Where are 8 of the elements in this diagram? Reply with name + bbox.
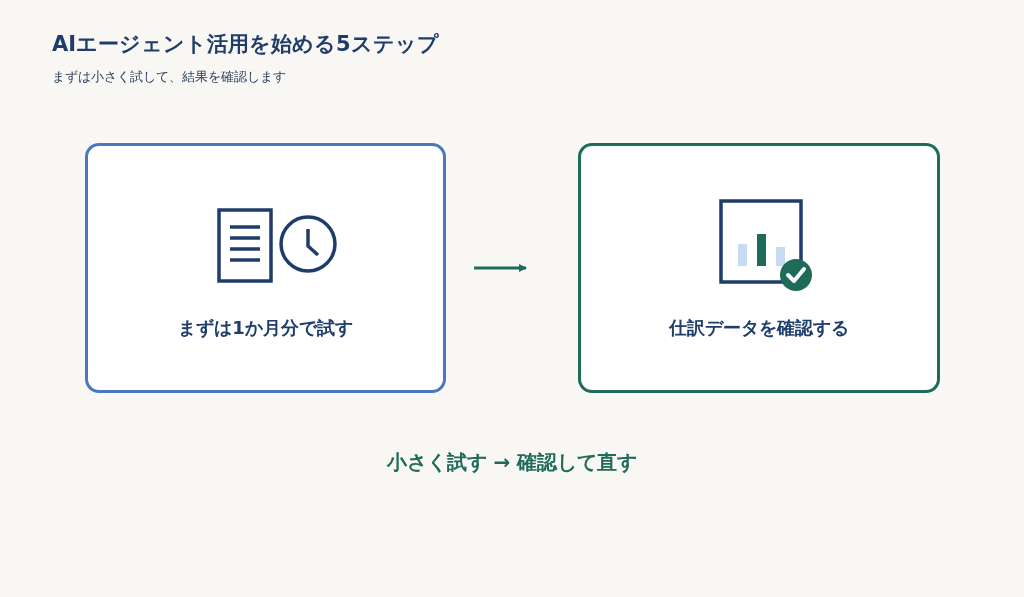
step-label: 仕訳データを確認する <box>669 317 849 338</box>
step-card <box>85 143 446 393</box>
arrow <box>474 264 527 272</box>
subtitle: まずは小さく試して、結果を確認します <box>52 68 286 86</box>
summary-text: 小さく試す → 確認して直す <box>386 450 638 474</box>
step-card <box>578 143 940 393</box>
title: AIエージェント活用を始める5ステップ <box>52 31 439 58</box>
step-label: まずは1か月分で試す <box>178 317 353 338</box>
